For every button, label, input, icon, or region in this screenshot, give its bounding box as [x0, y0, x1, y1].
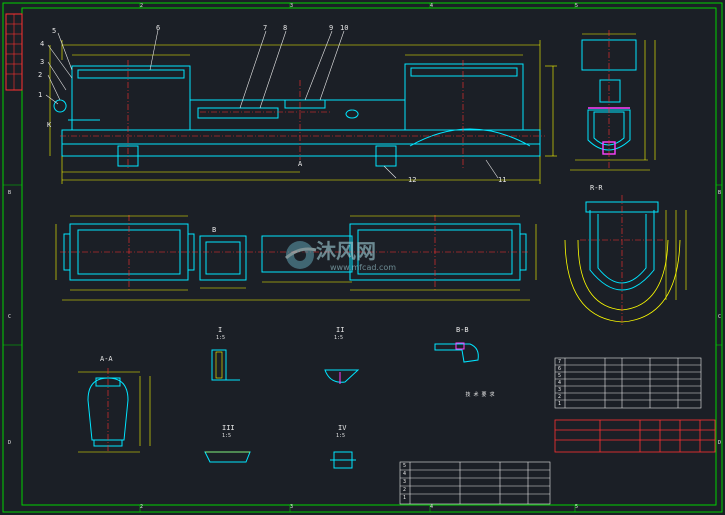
watermark-url: www.mfcad.com — [330, 263, 397, 272]
view-scale-iv: 1:5 — [336, 433, 346, 439]
detail-i — [211, 349, 240, 381]
parts-row-7: 7 — [558, 359, 562, 365]
zone-mark-bottom-2: 2 — [140, 504, 144, 510]
view-scale-i: 1:5 — [216, 335, 226, 341]
detail-iv — [330, 451, 356, 469]
inner-frame — [21, 7, 717, 506]
title-block — [554, 419, 716, 453]
zone-mark-top-2: 2 — [140, 3, 144, 9]
view-label-bb: B-B — [456, 326, 469, 334]
parts-row-5: 5 — [558, 373, 562, 379]
zone-mark-top-3: 3 — [290, 3, 294, 9]
ref-a: A — [298, 160, 303, 168]
zone-mark-left-c: C — [8, 314, 12, 320]
balloon-5: 5 — [52, 27, 57, 35]
zone-mark-top-5: 5 — [575, 3, 579, 9]
end-view — [581, 39, 637, 151]
balloon-1: 1 — [38, 91, 43, 99]
view-label-ra: R-R — [590, 184, 603, 192]
parts-row-6: 6 — [558, 366, 562, 372]
parts-row-4: 4 — [558, 380, 562, 386]
technical-notes: 技 术 要 求 — [405, 392, 555, 398]
balloon-2: 2 — [38, 71, 43, 79]
bottom-table — [399, 461, 551, 505]
view-scale-iii: 1:5 — [222, 433, 232, 439]
zone-mark-right-b: B — [718, 190, 722, 196]
zone-mark-bottom-5: 5 — [575, 504, 579, 510]
balloon-3: 3 — [40, 58, 45, 66]
balloon-4: 4 — [40, 40, 45, 48]
detail-iii — [204, 451, 251, 463]
balloon-11: 11 — [498, 176, 507, 184]
main-elevation — [53, 63, 541, 167]
balloon-8: 8 — [283, 24, 288, 32]
detail-bb-small — [434, 343, 479, 363]
view-label-b: B — [212, 226, 217, 234]
balloon-7: 7 — [263, 24, 268, 32]
view-label-aa: A-A — [100, 355, 113, 363]
parts-row-1: 1 — [558, 401, 562, 407]
view-label-i: I — [218, 326, 223, 334]
bottom-row-1: 1 — [403, 495, 407, 501]
zone-mark-bottom-4: 4 — [430, 504, 434, 510]
technical-notes-title: 技 术 要 求 — [465, 392, 495, 398]
zone-mark-right-c: C — [718, 314, 722, 320]
view-scale-ii: 1:5 — [334, 335, 344, 341]
balloon-12: 12 — [408, 176, 417, 184]
zone-mark-left-d: D — [8, 440, 12, 446]
parts-row-3: 3 — [558, 387, 562, 393]
zone-mark-right-d: D — [718, 440, 722, 446]
main-dimensions — [49, 40, 557, 184]
detail-ii — [324, 369, 360, 383]
view-label-iv: IV — [338, 424, 347, 432]
zone-mark-left-b: B — [8, 190, 12, 196]
view-label-iii: III — [222, 424, 235, 432]
bottom-row-5: 5 — [403, 463, 407, 469]
parts-row-2: 2 — [558, 394, 562, 400]
watermark-brand: 沐风网 — [316, 239, 376, 263]
parts-table — [554, 357, 702, 409]
balloon-6: 6 — [156, 24, 161, 32]
bottom-row-4: 4 — [403, 471, 407, 477]
bottom-row-2: 2 — [403, 487, 407, 493]
zone-mark-bottom-3: 3 — [290, 504, 294, 510]
watermark-logo — [285, 241, 317, 269]
ref-k: K — [47, 121, 52, 129]
view-label-ii: II — [336, 326, 345, 334]
bottom-row-3: 3 — [403, 479, 407, 485]
zone-mark-top-4: 4 — [430, 3, 434, 9]
balloon-9: 9 — [329, 24, 334, 32]
balloon-10: 10 — [340, 24, 349, 32]
